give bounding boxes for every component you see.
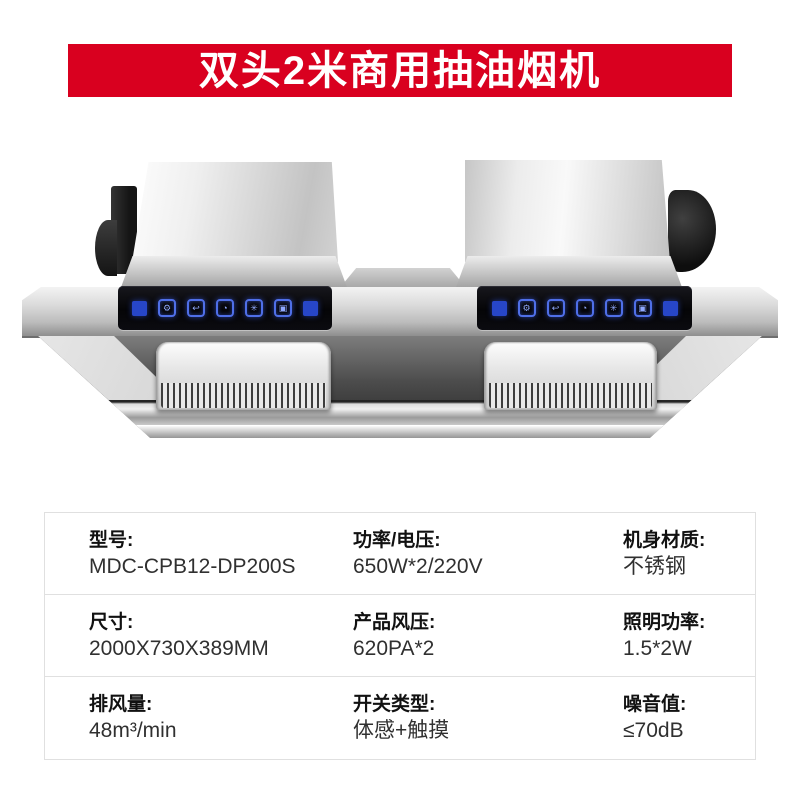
spec-label: 型号: bbox=[89, 529, 134, 551]
spec-label: 功率/电压: bbox=[353, 529, 441, 551]
spec-model: 型号: MDC-CPB12-DP200S bbox=[89, 513, 353, 594]
spec-value: 48m³/min bbox=[89, 719, 177, 742]
table-row: 尺寸: 2000X730X389MM 产品风压: 620PA*2 照明功率: 1… bbox=[45, 595, 755, 677]
table-row: 排风量: 48m³/min 开关类型: 体感+触摸 噪音值: ≤70dB bbox=[45, 677, 755, 759]
spec-label: 照明功率: bbox=[623, 611, 706, 633]
timer-icon: ◔ bbox=[575, 299, 594, 317]
spec-label: 噪音值: bbox=[623, 694, 687, 715]
spec-lighting-power: 照明功率: 1.5*2W bbox=[623, 595, 755, 676]
spec-value: ≤70dB bbox=[623, 719, 684, 742]
right-filter-fins bbox=[489, 383, 652, 408]
canopy-top-surface bbox=[338, 268, 468, 290]
sensor-pad-icon bbox=[491, 300, 507, 316]
spec-value: 不锈钢 bbox=[623, 554, 686, 578]
lower-plenum bbox=[38, 336, 762, 438]
spec-value: 620PA*2 bbox=[353, 636, 435, 660]
light-icon: ▣ bbox=[274, 299, 292, 317]
left-filter-fins bbox=[161, 383, 326, 408]
spec-label: 尺寸: bbox=[89, 611, 134, 633]
speed-icon: ⚙ bbox=[517, 299, 536, 317]
spec-value: 1.5*2W bbox=[623, 636, 692, 660]
spec-value: 650W*2/220V bbox=[353, 554, 483, 578]
sensor-pad-icon bbox=[303, 300, 318, 316]
spec-label: 排风量: bbox=[89, 694, 153, 715]
spec-label: 产品风压: bbox=[353, 611, 436, 633]
spec-value: 体感+触摸 bbox=[353, 719, 450, 742]
left-hood-skirt bbox=[120, 256, 348, 290]
left-motor-housing bbox=[95, 220, 117, 276]
left-hood-box bbox=[132, 162, 338, 262]
spec-label: 机身材质: bbox=[623, 529, 706, 551]
delay-icon: ↩ bbox=[187, 299, 205, 317]
fan-icon: ✳ bbox=[604, 299, 623, 317]
spec-noise-level: 噪音值: ≤70dB bbox=[623, 677, 755, 759]
spec-value: MDC-CPB12-DP200S bbox=[89, 554, 296, 578]
right-touch-panel: ⚙ ↩ ◔ ✳ ▣ bbox=[477, 286, 692, 330]
sensor-pad-icon bbox=[132, 300, 147, 316]
page-title: 双头2米商用抽油烟机 bbox=[198, 48, 602, 93]
left-baffle-filter bbox=[156, 342, 331, 410]
spec-value: 2000X730X389MM bbox=[89, 636, 269, 660]
timer-icon: ◔ bbox=[216, 299, 234, 317]
spec-switch-type: 开关类型: 体感+触摸 bbox=[353, 677, 623, 759]
bottom-lip bbox=[38, 425, 762, 438]
spec-power-voltage: 功率/电压: 650W*2/220V bbox=[353, 513, 623, 594]
table-row: 型号: MDC-CPB12-DP200S 功率/电压: 650W*2/220V … bbox=[45, 513, 755, 595]
spec-label: 开关类型: bbox=[353, 694, 436, 715]
spec-body-material: 机身材质: 不锈钢 bbox=[623, 513, 755, 594]
right-baffle-filter bbox=[484, 342, 657, 410]
delay-icon: ↩ bbox=[546, 299, 565, 317]
title-banner: 双头2米商用抽油烟机 bbox=[68, 44, 732, 97]
right-hood-skirt bbox=[455, 256, 683, 290]
spec-dimensions: 尺寸: 2000X730X389MM bbox=[89, 595, 353, 676]
spec-wind-pressure: 产品风压: 620PA*2 bbox=[353, 595, 623, 676]
light-icon: ▣ bbox=[633, 299, 652, 317]
left-touch-panel: ⚙ ↩ ◔ ✳ ▣ bbox=[118, 286, 332, 330]
sensor-pad-icon bbox=[662, 300, 678, 316]
right-hood-box bbox=[465, 160, 670, 262]
fan-icon: ✳ bbox=[245, 299, 263, 317]
spec-table: 型号: MDC-CPB12-DP200S 功率/电压: 650W*2/220V … bbox=[44, 512, 756, 760]
speed-icon: ⚙ bbox=[158, 299, 176, 317]
right-motor-housing bbox=[668, 190, 716, 272]
spec-air-volume: 排风量: 48m³/min bbox=[89, 677, 353, 759]
